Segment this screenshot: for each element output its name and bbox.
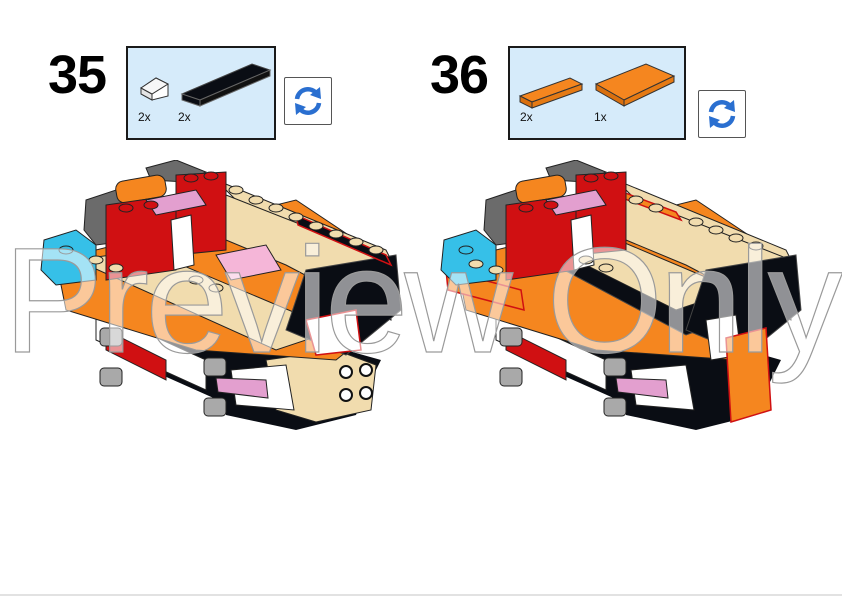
- rotate-arrows-icon: [708, 99, 736, 129]
- model-assembly-image: [40, 160, 402, 430]
- rotate-model-button[interactable]: [284, 77, 332, 125]
- parts-list-box: 2x 2x: [126, 46, 276, 140]
- step-number: 36: [430, 45, 489, 105]
- white-slope-part-icon: [140, 77, 170, 101]
- part-quantity: 1x: [594, 110, 607, 124]
- part-quantity: 2x: [138, 110, 151, 124]
- orange-tile-2x2-part-icon: [594, 63, 676, 107]
- part-quantity: 2x: [520, 110, 533, 124]
- rotate-model-button[interactable]: [698, 90, 746, 138]
- page-bottom-border: [0, 594, 842, 596]
- step-number: 35: [48, 45, 107, 105]
- orange-tile-1x2-part-icon: [518, 77, 584, 109]
- parts-list-box: 2x 1x: [508, 46, 686, 140]
- rotate-arrows-icon: [294, 86, 322, 116]
- model-assembly-image: [440, 160, 802, 430]
- part-quantity: 2x: [178, 110, 191, 124]
- black-tile-part-icon: [180, 63, 272, 107]
